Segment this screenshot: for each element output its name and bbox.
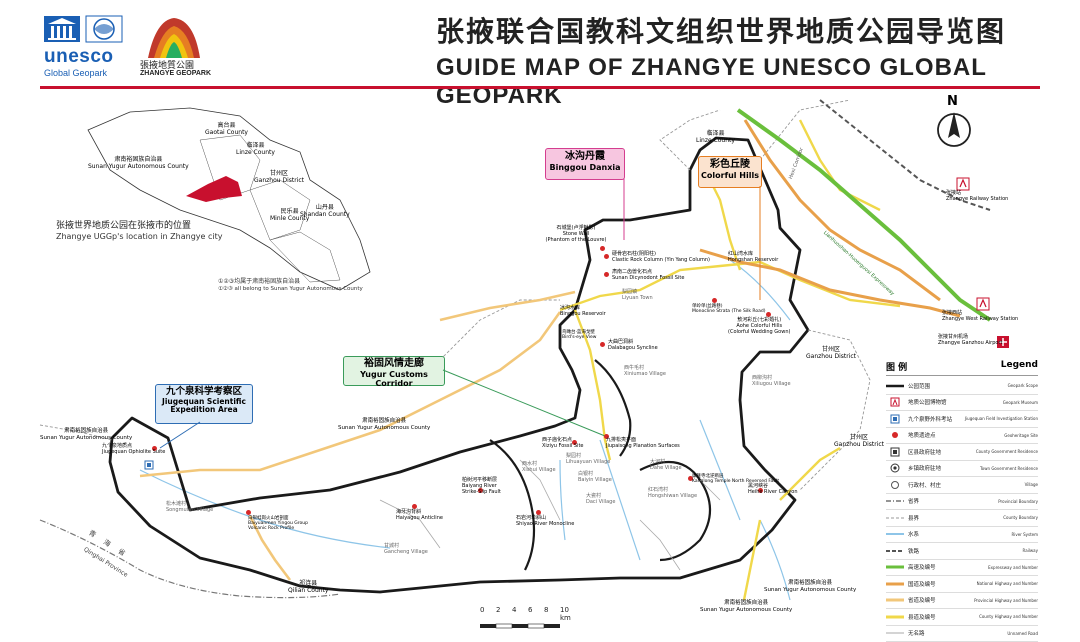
town-seat-icon — [886, 463, 904, 473]
site-marker-icon — [600, 342, 605, 347]
national-highway-icon — [886, 579, 904, 589]
site-marker-icon — [886, 430, 904, 440]
county-seat-icon — [886, 447, 904, 457]
site-marker-icon — [246, 510, 251, 515]
field-station-icon — [886, 414, 904, 424]
railway-icon — [886, 546, 904, 556]
field-station-icon — [144, 460, 154, 470]
provincial-boundary-icon — [886, 496, 904, 506]
train-station-icon — [976, 297, 990, 311]
site-marker-icon — [712, 298, 717, 303]
boundary-line-icon — [886, 381, 904, 391]
unnamed-road-icon — [886, 628, 904, 638]
provincial-highway-icon — [886, 595, 904, 605]
county-highway-icon — [886, 612, 904, 622]
site-marker-icon — [600, 246, 605, 251]
river-icon — [886, 529, 904, 539]
scale-bar: 0 2 4 6 8 10 km — [480, 606, 580, 631]
site-marker-icon — [604, 272, 609, 277]
expressway-icon — [886, 562, 904, 572]
county-boundary-icon — [886, 513, 904, 523]
legend-title: 图 例 Legend — [886, 360, 1038, 376]
village-icon — [886, 480, 904, 490]
train-station-icon — [956, 177, 970, 191]
site-marker-icon — [604, 254, 609, 259]
museum-icon — [886, 397, 904, 407]
